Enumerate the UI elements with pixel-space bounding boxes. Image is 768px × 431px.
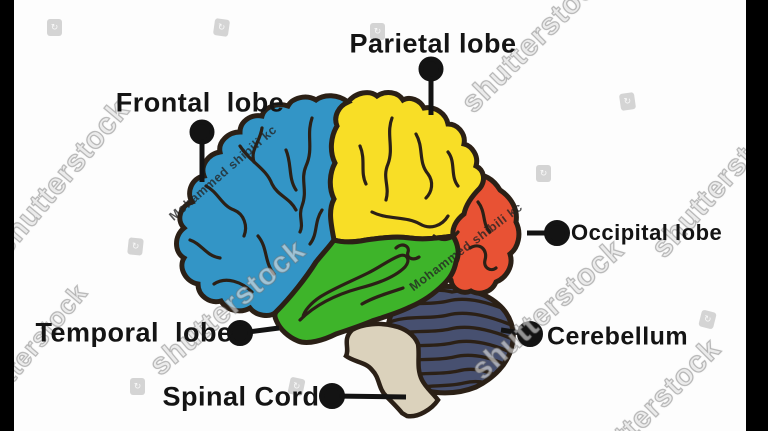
label-cerebellum: Cerebellum xyxy=(547,322,689,351)
frontal-lobe-region xyxy=(174,93,353,318)
left-letterbox-bar xyxy=(0,0,14,431)
temporal-lobe-region xyxy=(272,233,461,345)
watermark-icon: ↻ xyxy=(130,378,145,395)
temporal-pointer-dot xyxy=(227,320,253,346)
label-parietal-lobe: Parietal lobe xyxy=(349,28,517,59)
right-letterbox-bar xyxy=(746,0,768,431)
occipital-pointer-dot xyxy=(544,220,570,246)
spinal-pointer-line xyxy=(332,393,407,400)
parietal-pointer-dot xyxy=(418,56,444,82)
label-occipital-lobe: Occipital lobe xyxy=(571,220,723,245)
watermark-icon: ↻ xyxy=(370,23,385,40)
label-frontal-lobe: Frontal lobe xyxy=(115,87,285,118)
label-spinal-cord: Spinal Cord xyxy=(162,381,320,412)
pointer-lines xyxy=(189,56,570,409)
spinal-cord-region xyxy=(343,321,441,419)
watermark-icon: ↻ xyxy=(47,19,62,36)
spinal-pointer-dot xyxy=(319,383,345,409)
label-temporal-lobe: Temporal lobe xyxy=(35,317,233,348)
brain-sulci xyxy=(188,116,498,322)
frontal-pointer-dot xyxy=(189,119,215,145)
cerebellum-pointer-dot xyxy=(517,321,543,347)
watermark-icon: ↻ xyxy=(536,165,551,182)
